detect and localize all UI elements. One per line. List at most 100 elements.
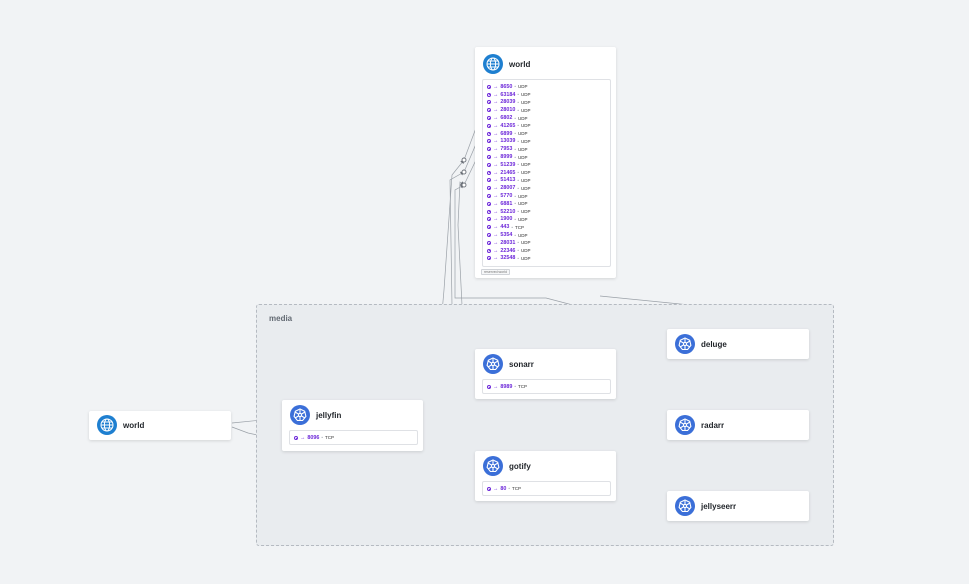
port-protocol: UDP [517,232,528,238]
port-icon [487,147,491,152]
port-separator: • [517,92,519,98]
node-deluge[interactable]: deluge [667,329,809,359]
port-number: 21465 [500,169,516,176]
port-icon [487,240,491,245]
node-title: world [509,59,531,69]
arrow-right-icon: → [493,146,499,153]
port-icon [487,194,491,199]
port-separator: • [514,384,516,390]
port-separator: • [514,232,516,238]
port-separator: • [511,224,513,230]
port-separator: • [517,209,519,215]
port-icon [487,384,491,389]
port-protocol: UDP [520,177,531,183]
port-separator: • [321,435,323,441]
kubernetes-icon [675,334,695,354]
port-icon [487,248,491,253]
arrow-right-icon: → [493,485,499,492]
port-protocol: UDP [520,99,531,105]
node-gotify[interactable]: gotify →80•TCP [475,451,616,501]
arrow-right-icon: → [493,99,499,106]
node-world-left[interactable]: world [89,411,231,440]
arrow-right-icon: → [493,177,499,184]
port-row: →80•TCP [487,485,606,493]
port-separator: • [517,248,519,254]
port-row: →41265•UDP [487,122,606,130]
port-row: →6802•UDP [487,114,606,122]
port-number: 1900 [500,216,513,223]
node-world-top[interactable]: world →8650•UDP→63184•UDP→28039•UDP→2801… [475,47,616,278]
port-separator: • [517,138,519,144]
port-icon [487,131,491,136]
port-row: →8650•UDP [487,83,606,91]
port-number: 8096 [307,434,320,441]
port-number: 5354 [500,232,513,239]
kubernetes-icon [483,354,503,374]
port-separator: • [517,240,519,246]
port-protocol: UDP [517,131,528,137]
port-separator: • [517,177,519,183]
port-icon [487,116,491,121]
port-separator: • [514,216,516,222]
node-jellyseerr[interactable]: jellyseerr [667,491,809,521]
port-separator: • [514,193,516,199]
namespace-label: media [269,314,293,323]
port-row: →28010•UDP [487,106,606,114]
port-number: 22346 [500,247,516,254]
port-row: →5770•UDP [487,192,606,200]
port-row: →6899•UDP [487,130,606,138]
port-separator: • [514,146,516,152]
node-sonarr[interactable]: sonarr →8989•TCP [475,349,616,399]
kubernetes-icon [675,415,695,435]
port-separator: • [517,107,519,113]
port-number: 6899 [500,130,513,137]
port-number: 7953 [500,146,513,153]
port-icon [294,435,298,440]
node-title: radarr [701,420,725,430]
node-jellyfin[interactable]: jellyfin →8096•TCP [282,400,423,451]
port-number: 8999 [500,154,513,161]
port-number: 6802 [500,115,513,122]
port-protocol: TCP [514,224,524,230]
port-row: →51413•UDP [487,177,606,185]
port-separator: • [514,84,516,90]
port-icon [487,186,491,191]
port-number: 5770 [500,193,513,200]
port-row: →7953•UDP [487,145,606,153]
port-number: 51413 [500,177,516,184]
arrow-right-icon: → [493,161,499,168]
port-number: 32548 [500,255,516,262]
node-radarr[interactable]: radarr [667,410,809,440]
port-row: →6881•UDP [487,200,606,208]
kubernetes-icon [290,405,310,425]
port-icon [487,170,491,175]
port-number: 13039 [500,138,516,145]
port-icon [487,201,491,206]
arrow-right-icon: → [300,434,306,441]
port-row: →5354•UDP [487,231,606,239]
port-protocol: TCP [324,435,334,441]
port-row: →52210•UDP [487,208,606,216]
port-protocol: UDP [520,209,531,215]
arrow-right-icon: → [493,91,499,98]
port-number: 8989 [500,383,513,390]
arrow-right-icon: → [493,115,499,122]
port-row: →28031•UDP [487,239,606,247]
port-protocol: TCP [517,384,527,390]
arrow-right-icon: → [493,185,499,192]
port-separator: • [517,162,519,168]
port-anchor [461,157,467,163]
port-number: 28031 [500,239,516,246]
port-list: →8650•UDP→63184•UDP→28039•UDP→28010•UDP→… [482,79,611,267]
arrow-right-icon: → [493,208,499,215]
reserved-label: reserved:world [481,269,510,275]
port-row: →8999•UDP [487,153,606,161]
arrow-right-icon: → [493,239,499,246]
port-icon [487,108,491,113]
port-icon [487,123,491,128]
port-protocol: UDP [520,248,531,254]
port-protocol: UDP [520,255,531,261]
port-number: 51239 [500,161,516,168]
port-protocol: UDP [520,138,531,144]
arrow-right-icon: → [493,130,499,137]
